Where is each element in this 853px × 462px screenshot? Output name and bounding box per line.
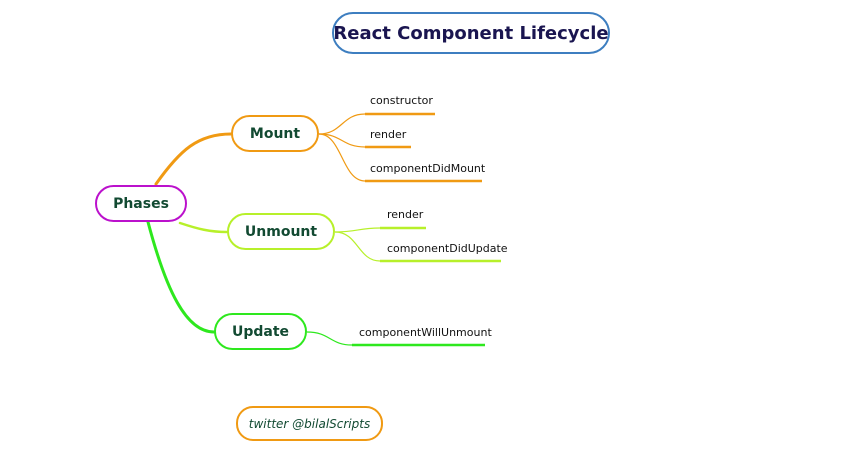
branch-node-mount: Mount xyxy=(231,115,319,152)
root-node-phases: Phases xyxy=(95,185,187,222)
leaf-node-componentdidupdate: componentDidUpdate xyxy=(387,242,508,255)
edge-unmount-componentdidupdate xyxy=(334,231,381,262)
leaf-node-componentdidmount: componentDidMount xyxy=(370,162,486,175)
edge-update-componentwillunmount xyxy=(306,331,353,346)
branch-node-unmount: Unmount xyxy=(227,213,335,250)
edge-mount-constructor xyxy=(318,113,366,135)
credit-badge: twitter @bilalScripts xyxy=(236,406,383,441)
leaf-node-constructor: constructor xyxy=(370,94,433,107)
page-title: React Component Lifecycle xyxy=(332,12,610,54)
leaf-node-componentwillunmount: componentWillUnmount xyxy=(359,326,492,339)
branch-node-update: Update xyxy=(214,313,307,350)
edge-mount-componentdidmount xyxy=(318,133,366,182)
edge-unmount-render xyxy=(334,227,381,233)
leaf-node-render-unmount: render xyxy=(387,208,424,221)
edge-phases-mount xyxy=(154,132,233,186)
edge-phases-unmount xyxy=(178,221,229,234)
edge-phases-update xyxy=(146,220,216,334)
leaf-node-render: render xyxy=(370,128,407,141)
